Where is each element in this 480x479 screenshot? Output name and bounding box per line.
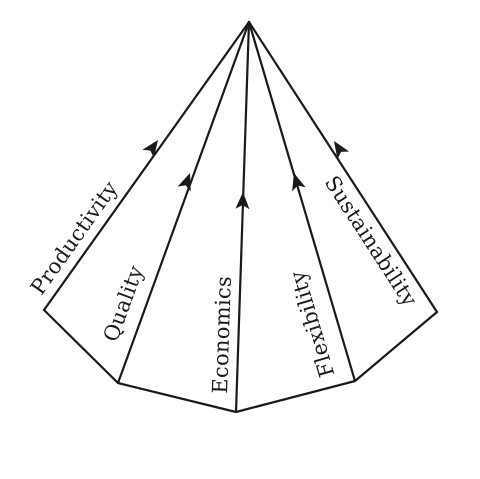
- edge-sustainability: [247, 20, 439, 314]
- edge-quality: [116, 20, 251, 385]
- label-productivity: Productivity: [26, 177, 123, 299]
- label-flexibility: Flexibility: [285, 268, 339, 380]
- edge-flexibility: [247, 20, 357, 383]
- edge-productivity: [42, 20, 251, 312]
- arrowhead-productivity: [142, 140, 158, 158]
- arrowhead-sustainability: [334, 141, 350, 160]
- edge-economics: [234, 20, 251, 414]
- label-economics: Economics: [208, 276, 236, 395]
- label-quality: Quality: [99, 262, 148, 345]
- label-sustainability: Sustainability: [320, 172, 422, 311]
- arrowhead-economics: [235, 192, 250, 210]
- arrowhead-flexibility: [292, 173, 306, 192]
- arrowhead-quality: [177, 173, 191, 192]
